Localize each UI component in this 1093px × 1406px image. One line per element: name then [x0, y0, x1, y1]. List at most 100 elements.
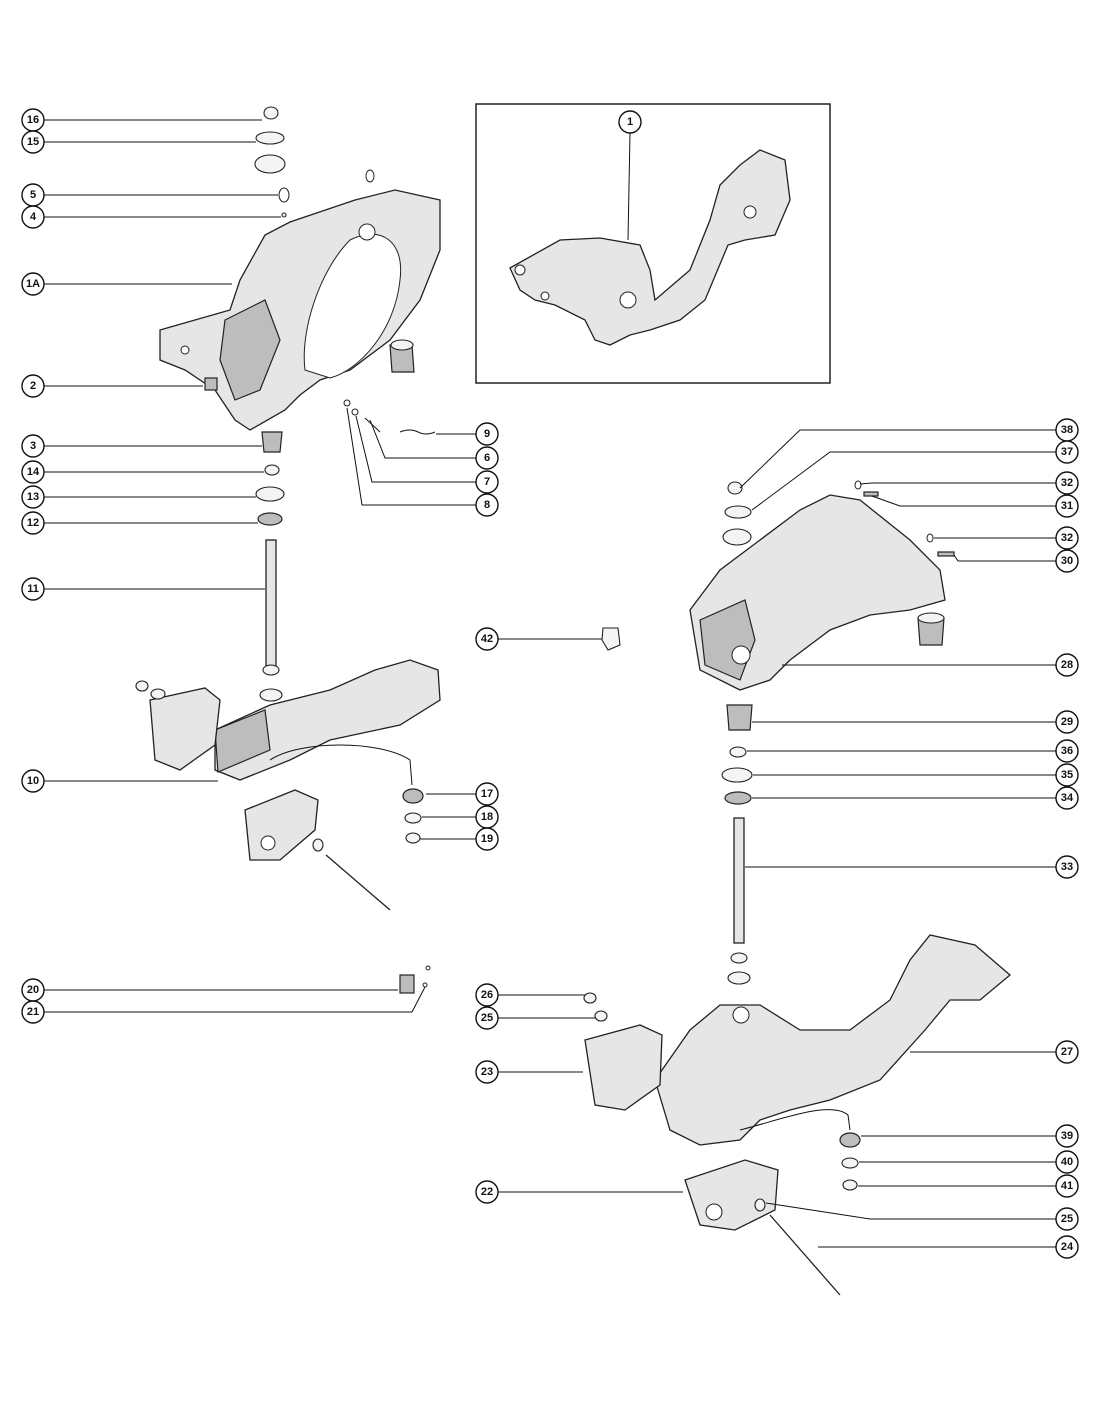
- callout: 20: [21, 978, 45, 1002]
- callout: 35: [1055, 763, 1079, 787]
- callout: 21: [21, 1000, 45, 1024]
- svg-text:28: 28: [1061, 659, 1073, 671]
- callout: 37: [1055, 440, 1079, 464]
- callout: 7: [475, 470, 499, 494]
- svg-text:36: 36: [1061, 745, 1073, 757]
- svg-text:19: 19: [481, 833, 493, 845]
- screws-6-7-8: [343, 399, 436, 435]
- svg-text:12: 12: [27, 517, 39, 529]
- callout: 26: [475, 983, 499, 1007]
- svg-text:21: 21: [27, 1006, 39, 1018]
- callout: 1A: [21, 272, 45, 296]
- svg-text:23: 23: [481, 1066, 493, 1078]
- callout: 42: [475, 627, 499, 651]
- svg-text:30: 30: [1061, 555, 1073, 567]
- callout: 38: [1055, 418, 1079, 442]
- callout: 13: [21, 485, 45, 509]
- callout: 29: [1055, 710, 1079, 734]
- svg-text:34: 34: [1061, 792, 1074, 804]
- svg-text:22: 22: [481, 1186, 493, 1198]
- callout: 27: [1055, 1040, 1079, 1064]
- svg-text:5: 5: [30, 189, 36, 201]
- svg-text:9: 9: [484, 428, 490, 440]
- svg-text:39: 39: [1061, 1130, 1073, 1142]
- callout: 3: [21, 434, 45, 458]
- svg-text:24: 24: [1061, 1241, 1074, 1253]
- callout: 8: [475, 493, 499, 517]
- callout: 32: [1055, 526, 1079, 550]
- svg-text:33: 33: [1061, 861, 1073, 873]
- upper-bushing-stack-left: [255, 431, 285, 702]
- small-parts-20-21: [399, 965, 431, 994]
- svg-text:2: 2: [30, 380, 36, 392]
- callout: 12: [21, 511, 45, 535]
- svg-text:26: 26: [481, 989, 493, 1001]
- callout: 30: [1055, 549, 1079, 573]
- callout: 36: [1055, 739, 1079, 763]
- callout: 5: [21, 183, 45, 207]
- callout: 16: [21, 108, 45, 132]
- callout: 6: [475, 446, 499, 470]
- callout: 24: [1055, 1235, 1079, 1259]
- part-42: [601, 627, 621, 651]
- callout: 9: [475, 422, 499, 446]
- callout: 14: [21, 460, 45, 484]
- svg-text:11: 11: [27, 583, 39, 595]
- callout: 17: [475, 782, 499, 806]
- callout: 32: [1055, 471, 1079, 495]
- svg-text:40: 40: [1061, 1156, 1073, 1168]
- svg-text:14: 14: [27, 466, 40, 478]
- svg-text:25: 25: [481, 1012, 493, 1024]
- svg-text:37: 37: [1061, 446, 1073, 458]
- svg-text:29: 29: [1061, 716, 1073, 728]
- svg-text:13: 13: [27, 491, 39, 503]
- callout: 39: [1055, 1124, 1079, 1148]
- callout: 10: [21, 769, 45, 793]
- callout: 33: [1055, 855, 1079, 879]
- svg-text:16: 16: [27, 114, 39, 126]
- callout: 25: [475, 1006, 499, 1030]
- svg-text:35: 35: [1061, 769, 1073, 781]
- svg-text:15: 15: [27, 136, 39, 148]
- svg-text:27: 27: [1061, 1046, 1073, 1058]
- callout: 19: [475, 827, 499, 851]
- callout: 2: [21, 374, 45, 398]
- svg-text:3: 3: [30, 440, 36, 452]
- svg-text:32: 32: [1061, 477, 1073, 489]
- lower-bushing-stack-right: [721, 704, 753, 985]
- callout: 25: [1055, 1207, 1079, 1231]
- svg-text:4: 4: [30, 211, 37, 223]
- callout: 34: [1055, 786, 1079, 810]
- svg-text:18: 18: [481, 811, 493, 823]
- callout: 40: [1055, 1150, 1079, 1174]
- svg-text:31: 31: [1061, 500, 1073, 512]
- svg-text:20: 20: [27, 984, 39, 996]
- svg-text:41: 41: [1061, 1180, 1073, 1192]
- callout: 1: [618, 110, 642, 134]
- svg-text:17: 17: [481, 788, 493, 800]
- callout: 31: [1055, 494, 1079, 518]
- inset-part-1: [475, 103, 831, 384]
- leader-lines: [44, 119, 1056, 1248]
- svg-text:25: 25: [1061, 1213, 1073, 1225]
- callout: 41: [1055, 1174, 1079, 1198]
- svg-text:32: 32: [1061, 532, 1073, 544]
- small-parts-upper-left: [204, 106, 415, 391]
- callout: 11: [21, 577, 45, 601]
- svg-text:42: 42: [481, 633, 493, 645]
- svg-text:10: 10: [27, 775, 39, 787]
- callout: 28: [1055, 653, 1079, 677]
- callout: 23: [475, 1060, 499, 1084]
- svg-text:38: 38: [1061, 424, 1073, 436]
- callout: 4: [21, 205, 45, 229]
- transom-plate-assembly: [159, 189, 441, 431]
- swivel-bracket-left: [135, 659, 441, 911]
- callout: 18: [475, 805, 499, 829]
- svg-text:8: 8: [484, 499, 490, 511]
- callout: 15: [21, 130, 45, 154]
- callout: 22: [475, 1180, 499, 1204]
- svg-text:7: 7: [484, 476, 490, 488]
- svg-text:1: 1: [627, 116, 633, 128]
- svg-text:1A: 1A: [26, 278, 40, 290]
